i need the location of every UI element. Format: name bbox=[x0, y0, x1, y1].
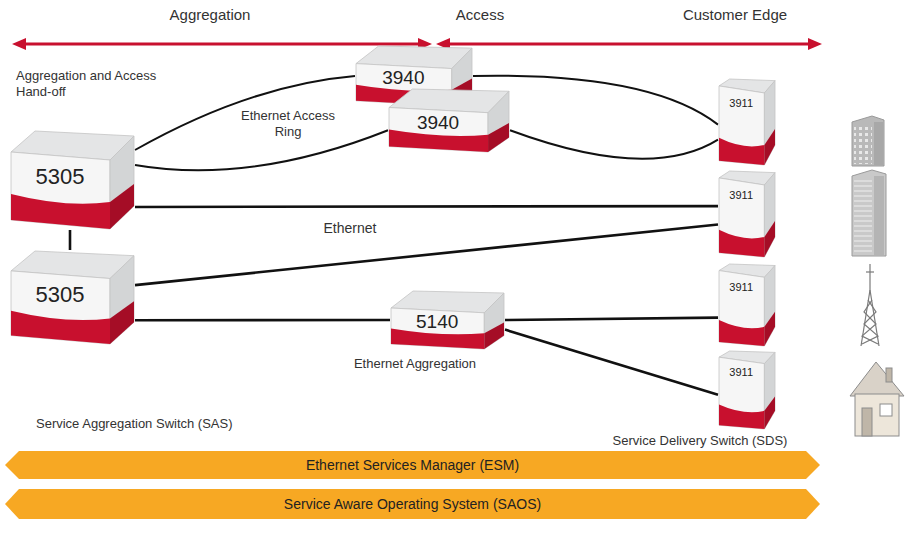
device-front bbox=[11, 152, 110, 229]
model-number: 3911 bbox=[729, 366, 753, 378]
device-red-side bbox=[764, 129, 775, 165]
diagram-label: Service Aggregation Switch (SAS) bbox=[36, 416, 276, 432]
ethernet-link bbox=[135, 205, 718, 209]
device-red-band bbox=[11, 311, 110, 344]
span-label: Aggregation bbox=[120, 6, 300, 24]
device-front bbox=[719, 86, 764, 165]
switch-device: 5305 bbox=[10, 130, 135, 230]
radio-tower-icon bbox=[861, 264, 879, 346]
ethernet-link bbox=[69, 230, 72, 250]
house-icon bbox=[850, 362, 904, 436]
model-number: 3940 bbox=[382, 67, 424, 89]
device-red-band bbox=[719, 320, 764, 346]
device-shape bbox=[718, 170, 776, 258]
ethernet-link bbox=[505, 318, 718, 320]
ethernet-link bbox=[135, 225, 718, 286]
diagram-label: Ethernet bbox=[300, 220, 400, 237]
text-area: 3911 bbox=[718, 273, 764, 300]
band-label: Ethernet Services Manager (ESM) bbox=[306, 457, 519, 473]
device-red-side bbox=[764, 221, 775, 257]
text-area: 5140 bbox=[390, 312, 484, 334]
switch-device: 3911 bbox=[718, 78, 776, 166]
device-side bbox=[764, 81, 775, 165]
device-front bbox=[719, 178, 764, 257]
ethernet-link bbox=[505, 330, 718, 395]
span-label: Customer Edge bbox=[660, 6, 810, 24]
model-number: 5305 bbox=[36, 164, 85, 190]
text-area: 3911 bbox=[718, 89, 764, 117]
device-front bbox=[719, 357, 764, 429]
device-side bbox=[764, 173, 775, 257]
text-area: Ethernet Services Manager (ESM) bbox=[5, 451, 820, 479]
office-building-icon bbox=[852, 116, 884, 166]
device-red-side bbox=[764, 312, 775, 346]
diagram-label: Aggregation and Access Hand-off bbox=[16, 68, 166, 99]
text-area: 3911 bbox=[718, 360, 764, 386]
switch-device: 3940 bbox=[388, 88, 510, 153]
switch-device: 3911 bbox=[718, 170, 776, 258]
ring-link bbox=[473, 76, 718, 125]
device-red-side bbox=[484, 322, 504, 349]
text-area: Service Aware Operating System (SAOS) bbox=[5, 489, 820, 519]
device-front bbox=[719, 271, 764, 346]
band-label: Service Aware Operating System (SAOS) bbox=[284, 496, 541, 512]
device-front bbox=[11, 271, 110, 344]
device-side bbox=[488, 91, 509, 152]
model-number: 3911 bbox=[729, 189, 753, 201]
text-area: 5305 bbox=[10, 279, 110, 311]
ring-link bbox=[135, 130, 388, 170]
text-area: 5305 bbox=[10, 160, 110, 194]
text-area: 3940 bbox=[388, 111, 488, 134]
device-side bbox=[484, 293, 504, 349]
device-front bbox=[391, 308, 484, 349]
switch-device: 3911 bbox=[718, 263, 776, 347]
ring-link bbox=[510, 130, 718, 158]
ring-link bbox=[135, 76, 355, 150]
text-area: 3940 bbox=[355, 67, 452, 89]
model-number: 5305 bbox=[36, 282, 85, 308]
device-shape bbox=[718, 263, 776, 347]
model-number: 3911 bbox=[729, 97, 753, 109]
device-side bbox=[764, 266, 775, 346]
device-side bbox=[110, 136, 134, 229]
model-number: 5140 bbox=[416, 311, 458, 333]
text-area: 3911 bbox=[718, 181, 764, 209]
software-band: Ethernet Services Manager (ESM) bbox=[5, 451, 820, 479]
diagram-label: Service Delivery Switch (SDS) bbox=[590, 433, 810, 449]
diagram-label: Ethernet Aggregation bbox=[340, 356, 490, 372]
model-number: 3911 bbox=[729, 281, 753, 293]
device-red-band bbox=[719, 138, 764, 165]
band-fill bbox=[5, 451, 820, 479]
device-shape bbox=[718, 78, 776, 166]
switch-device: 3911 bbox=[718, 350, 776, 430]
device-red-side bbox=[110, 301, 134, 344]
software-band: Service Aware Operating System (SAOS) bbox=[5, 489, 820, 519]
device-side bbox=[110, 256, 134, 344]
ethernet-link bbox=[135, 319, 390, 322]
device-side bbox=[764, 352, 775, 429]
band-fill bbox=[5, 489, 820, 519]
device-red-side bbox=[110, 184, 134, 229]
device-red-side bbox=[488, 123, 509, 152]
switch-device: 5140 bbox=[390, 290, 505, 350]
device-shape bbox=[718, 350, 776, 430]
tower-building-icon bbox=[852, 170, 886, 256]
diagram-label: Ethernet Access Ring bbox=[236, 108, 340, 139]
switch-device: 5305 bbox=[10, 250, 135, 345]
device-red-band bbox=[719, 404, 764, 429]
device-red-band bbox=[11, 194, 110, 229]
device-front bbox=[389, 108, 488, 153]
device-red-band bbox=[719, 230, 764, 257]
model-number: 3940 bbox=[417, 112, 459, 134]
device-red-side bbox=[764, 396, 775, 429]
span-label: Access bbox=[430, 6, 530, 24]
